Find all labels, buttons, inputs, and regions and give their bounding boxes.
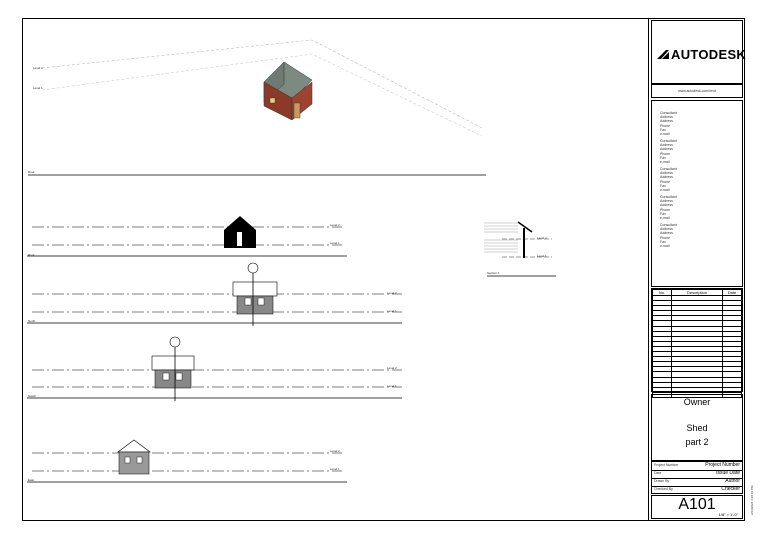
consultant-line: Address <box>660 171 673 176</box>
north-elev-top-level: Level 2 <box>387 291 397 295</box>
field-row: Checked By Checker <box>652 486 742 494</box>
autodesk-logo-icon <box>657 50 669 59</box>
url-box: www.autodesk.com/revit <box>651 84 743 98</box>
revision-table: No. Description Date <box>652 289 742 398</box>
shed-3d-model <box>263 61 313 121</box>
consultant-line: Address <box>660 175 673 180</box>
field-value: Author <box>725 478 740 484</box>
logo-box: AUTODESK <box>651 20 746 84</box>
logo-text: AUTODESK <box>671 47 747 62</box>
project-info-box: Owner Shed part 2 <box>651 394 743 461</box>
field-row: Date Issue Date <box>652 470 742 479</box>
consultant-name: Consultant <box>660 167 677 171</box>
south-elev-title: South <box>28 394 36 398</box>
consultant-line: e-mail <box>660 160 670 165</box>
consultants-box: Consultant Address Address Phone Fax e-m… <box>651 100 743 287</box>
field-label: Project Number <box>654 463 679 467</box>
field-label: Drawn By <box>654 479 670 483</box>
consultant-line: Fax <box>660 127 666 132</box>
field-value: Checker <box>721 486 740 492</box>
consultant-block: Consultant Address Address Phone Fax e-m… <box>660 223 677 248</box>
consultant-name: Consultant <box>660 223 677 227</box>
consultant-line: Address <box>660 227 673 232</box>
consultant-line: Fax <box>660 239 666 244</box>
consultant-line: Fax <box>660 211 666 216</box>
sheet-number-box: A101 1/8" = 1'-0" <box>651 495 743 519</box>
east-elev-bottom-level: Level 1 <box>330 467 340 471</box>
consultant-line: Phone <box>660 235 671 240</box>
north-elev-bottom-level: Level 1 <box>387 309 397 313</box>
consultant-block: Consultant Address Address Phone Fax e-m… <box>660 139 677 164</box>
scale-value: 1/8" = 1'-0" <box>718 512 738 517</box>
roof-elev-top-level: Level 2 <box>330 223 340 227</box>
roof-elev-bottom-level: Level 1 <box>330 241 340 245</box>
consultant-line: Phone <box>660 207 671 212</box>
roof-elev-title: Roof <box>28 253 35 257</box>
field-value: Project Number <box>705 462 740 468</box>
consultant-line: e-mail <box>660 244 670 249</box>
consultant-line: Address <box>660 115 673 120</box>
consultant-line: e-mail <box>660 132 670 137</box>
consultant-line: Address <box>660 231 673 236</box>
field-label: Date <box>654 471 662 475</box>
consultant-line: e-mail <box>660 216 670 221</box>
view3d-level1-label: Level 1 <box>33 86 43 90</box>
print-timestamp: 2/24/2024 4:28:01 PM <box>750 485 754 515</box>
title-block: AUTODESK www.autodesk.com/revit Consulta… <box>648 18 746 521</box>
owner-name: Owner <box>683 397 711 407</box>
south-elev-bottom-level: Level 1 <box>387 384 397 388</box>
autodesk-logo: AUTODESK <box>657 47 746 62</box>
consultant-line: Address <box>660 119 673 124</box>
consultant-block: Consultant Address Address Phone Fax e-m… <box>660 167 677 192</box>
consultant-line: e-mail <box>660 188 670 193</box>
section-title: Section 1 <box>487 271 500 275</box>
level1-perspective-line <box>41 53 483 137</box>
sheet-border <box>22 18 745 521</box>
consultant-line: Address <box>660 147 673 152</box>
consultant-line: Address <box>660 143 673 148</box>
roof-level-label: Roof <box>28 170 35 174</box>
field-row: Drawn By Author <box>652 478 742 487</box>
section-bottom-level: Level 1 <box>537 254 547 258</box>
level2-perspective-line <box>41 39 483 129</box>
roof-elevation <box>27 216 347 257</box>
east-elev-title: East <box>28 478 35 482</box>
field-value: Issue Date <box>716 470 740 476</box>
website-url[interactable]: www.autodesk.com/revit <box>678 89 716 93</box>
consultant-name: Consultant <box>660 139 677 143</box>
consultant-name: Consultant <box>660 111 677 115</box>
consultant-line: Phone <box>660 123 671 128</box>
project-name: Shed <box>686 423 708 433</box>
consultant-line: Address <box>660 203 673 208</box>
south-elev-top-level: Level 2 <box>387 366 397 370</box>
north-elev-title: North <box>28 319 36 323</box>
consultant-block: Consultant Address Address Phone Fax e-m… <box>660 195 677 220</box>
section-detail <box>484 221 556 277</box>
consultant-line: Address <box>660 199 673 204</box>
north-elevation <box>27 262 402 326</box>
sheet-number: A101 <box>678 496 716 513</box>
view3d-level2-label: Level 2 <box>33 66 43 70</box>
field-label: Checked By <box>654 487 673 491</box>
drawing-canvas <box>27 39 556 483</box>
fields-box: Project Number Project Number Date Issue… <box>651 461 743 494</box>
consultant-block: Consultant Address Address Phone Fax e-m… <box>660 111 677 136</box>
consultant-line: Fax <box>660 183 666 188</box>
east-elev-top-level: Level 2 <box>330 449 340 453</box>
south-elevation <box>27 336 402 401</box>
field-row: Project Number Project Number <box>652 462 742 471</box>
east-elevation <box>27 439 347 483</box>
consultant-line: Phone <box>660 179 671 184</box>
sheet-name: part 2 <box>685 437 709 447</box>
consultant-line: Phone <box>660 151 671 156</box>
revision-schedule: No. Description Date <box>651 288 743 398</box>
consultant-name: Consultant <box>660 195 677 199</box>
consultant-line: Fax <box>660 155 666 160</box>
section-top-level: Level 2 <box>537 236 547 240</box>
